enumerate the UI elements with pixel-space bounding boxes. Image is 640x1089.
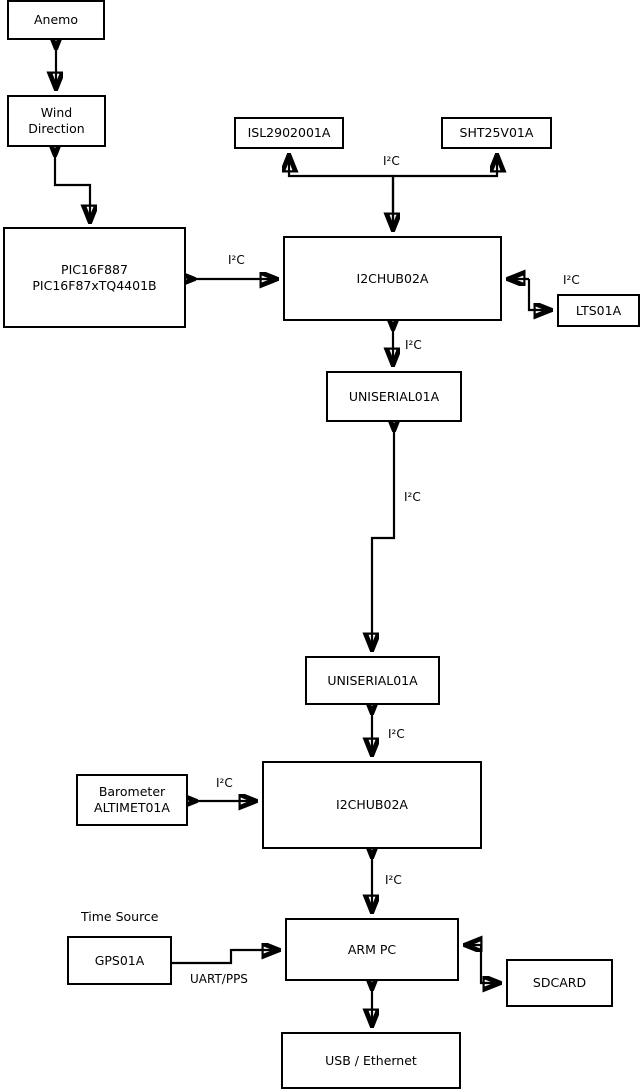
node-uniserial01a-lower-label: UNISERIAL01A xyxy=(327,672,418,688)
edge-label-i2c-uniserial-uniserial: I²C xyxy=(404,490,421,504)
node-i2chub02a-top[interactable]: I2CHUB02A xyxy=(283,236,502,321)
node-arm-pc-label: ARM PC xyxy=(347,941,397,957)
node-isl2902001a[interactable]: ISL2902001A xyxy=(234,117,344,149)
edge-gps-armpc xyxy=(172,950,278,965)
node-wind-direction[interactable]: Wind Direction xyxy=(7,95,106,147)
node-anemo[interactable]: Anemo xyxy=(7,0,105,40)
edge-label-uart-pps: UART/PPS xyxy=(190,972,248,986)
node-gps01a-label: GPS01A xyxy=(94,952,145,968)
node-uniserial01a-upper[interactable]: UNISERIAL01A xyxy=(326,371,462,422)
edge-label-i2c-pic-hub: I²C xyxy=(228,253,245,267)
node-uniserial01a-lower[interactable]: UNISERIAL01A xyxy=(305,656,440,705)
node-pic-microcontroller[interactable]: PIC16F887 PIC16F87xTQ4401B xyxy=(3,227,186,328)
edge-sdcard-armpc xyxy=(479,945,499,983)
node-pic-microcontroller-label: PIC16F887 PIC16F87xTQ4401B xyxy=(32,261,157,293)
node-sdcard[interactable]: SDCARD xyxy=(506,959,613,1007)
edge-label-i2c-barometer-hub: I²C xyxy=(216,776,233,790)
edge-label-i2c-uniserial-hub-bottom: I²C xyxy=(388,727,405,741)
edge-hub-sht xyxy=(393,156,497,178)
edge-wind-pic xyxy=(55,154,90,221)
node-sht25v01a[interactable]: SHT25V01A xyxy=(441,117,552,149)
node-barometer-label: Barometer ALTIMET01A xyxy=(94,784,170,815)
node-lts01a-label: LTS01A xyxy=(575,302,622,318)
edge-label-i2c-isl-sht: I²C xyxy=(383,154,400,168)
node-wind-direction-label: Wind Direction xyxy=(28,105,85,136)
node-i2chub02a-bottom[interactable]: I2CHUB02A xyxy=(262,761,482,849)
node-barometer[interactable]: Barometer ALTIMET01A xyxy=(76,774,188,826)
node-i2chub02a-top-label: I2CHUB02A xyxy=(356,270,429,286)
node-gps01a[interactable]: GPS01A xyxy=(67,936,172,985)
node-uniserial01a-upper-label: UNISERIAL01A xyxy=(348,388,440,404)
node-sht25v01a-label: SHT25V01A xyxy=(459,125,534,140)
node-i2chub02a-bottom-label: I2CHUB02A xyxy=(336,797,408,812)
node-arm-pc[interactable]: ARM PC xyxy=(285,918,459,981)
edge-uniserial-up-dn xyxy=(372,429,394,649)
node-usb-ethernet-label: USB / Ethernet xyxy=(325,1052,417,1068)
edge-label-i2c-hub-armpc: I²C xyxy=(385,873,402,887)
node-lts01a[interactable]: LTS01A xyxy=(557,294,640,327)
node-isl2902001a-label: ISL2902001A xyxy=(247,125,331,140)
node-sdcard-label: SDCARD xyxy=(532,975,587,990)
node-anemo-label: Anemo xyxy=(34,12,78,27)
edge-label-i2c-hub-uniserial: I²C xyxy=(405,338,422,352)
label-time-source: Time Source xyxy=(81,909,159,924)
node-usb-ethernet[interactable]: USB / Ethernet xyxy=(281,1032,461,1089)
edge-hub-isl xyxy=(289,156,395,228)
edge-hub-lts-in xyxy=(527,279,550,310)
edge-label-i2c-hub-lts: I²C xyxy=(563,273,580,287)
